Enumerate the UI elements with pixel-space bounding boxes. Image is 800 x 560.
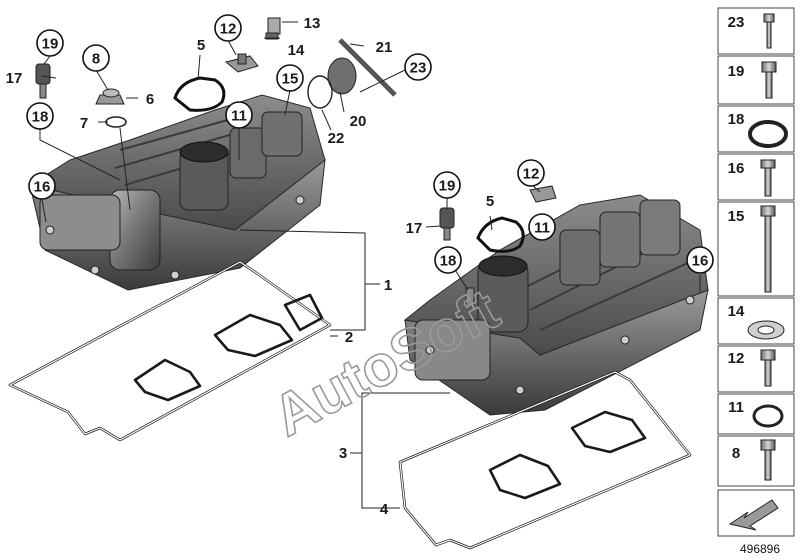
left-small-parts bbox=[35, 17, 397, 128]
diagram-reference-number: 496896 bbox=[740, 542, 780, 556]
sidebar-label-23: 23 bbox=[728, 14, 745, 31]
callout-3: 3 bbox=[339, 445, 347, 462]
callout-18-right: 18 bbox=[440, 253, 457, 270]
callout-19-right: 19 bbox=[439, 178, 456, 195]
callout-17-left: 17 bbox=[6, 70, 23, 87]
rod-21 bbox=[338, 38, 397, 97]
callout-11-right: 11 bbox=[534, 220, 550, 237]
sidebar-parts-list: 23 19 18 16 15 14 12 11 8 bbox=[717, 7, 795, 537]
sidebar-box-19 bbox=[717, 55, 795, 105]
callout-4: 4 bbox=[380, 501, 389, 518]
callout-17-right: 17 bbox=[406, 220, 423, 237]
callout-19-left: 19 bbox=[42, 36, 59, 53]
callout-12-left: 12 bbox=[220, 21, 237, 38]
callout-5-left: 5 bbox=[197, 37, 205, 54]
callout-11-left: 11 bbox=[231, 108, 247, 125]
cap-20 bbox=[327, 57, 357, 95]
callout-15-left: 15 bbox=[282, 71, 299, 88]
direction-arrow-icon bbox=[728, 499, 779, 531]
callout-8-left: 8 bbox=[92, 51, 100, 68]
callout-18-left: 18 bbox=[32, 109, 49, 126]
right-valve-cover bbox=[403, 194, 709, 416]
sidebar-box-23 bbox=[717, 7, 795, 55]
callout-13-left: 13 bbox=[304, 15, 321, 32]
callout-20-left: 20 bbox=[350, 113, 367, 130]
callout-6-left: 6 bbox=[146, 91, 154, 108]
callout-14-left: 14 bbox=[288, 42, 305, 59]
left-valve-cover bbox=[28, 94, 326, 291]
callout-21-left: 21 bbox=[376, 39, 393, 56]
sidebar-label-8: 8 bbox=[732, 445, 740, 462]
sidebar-label-18: 18 bbox=[728, 111, 745, 128]
right-gasket bbox=[398, 370, 692, 550]
sidebar-box-8 bbox=[717, 435, 795, 487]
callout-7-left: 7 bbox=[80, 115, 88, 132]
sidebar-label-19: 19 bbox=[728, 63, 745, 80]
sensor-17-left bbox=[35, 63, 51, 85]
gasket-5-left bbox=[173, 76, 226, 112]
sensor-17-right bbox=[439, 207, 455, 229]
callout-2: 2 bbox=[345, 329, 353, 346]
gasket-5-right bbox=[476, 216, 525, 253]
callouts-left: 19 17 8 6 18 7 5 12 13 14 21 15 23 11 20… bbox=[6, 14, 432, 200]
callouts-right: 19 17 5 12 11 18 16 bbox=[406, 159, 714, 274]
callout-16-right: 16 bbox=[692, 253, 709, 270]
sidebar-box-16 bbox=[717, 153, 795, 201]
o-ring-22 bbox=[307, 75, 333, 109]
bolt-18-right bbox=[465, 287, 475, 307]
bolt-13 bbox=[267, 17, 281, 35]
sidebar-label-15: 15 bbox=[728, 208, 745, 225]
callout-16-left: 16 bbox=[34, 179, 51, 196]
callouts-gasket: 1 2 3 4 bbox=[339, 277, 392, 518]
sidebar-label-11: 11 bbox=[728, 399, 744, 416]
sidebar-label-14: 14 bbox=[728, 303, 745, 320]
callout-23-left: 23 bbox=[410, 60, 427, 77]
callout-12-right: 12 bbox=[523, 166, 540, 183]
sidebar-label-16: 16 bbox=[728, 160, 745, 177]
callout-1: 1 bbox=[384, 277, 392, 294]
leader-lines bbox=[39, 21, 701, 509]
sidebar-box-12 bbox=[717, 345, 795, 393]
callout-22-left: 22 bbox=[328, 130, 345, 147]
o-ring-7 bbox=[105, 116, 127, 128]
sidebar-label-12: 12 bbox=[728, 350, 745, 367]
washer-14 bbox=[265, 32, 279, 40]
sidebar-box-15 bbox=[717, 201, 795, 297]
sensor-12-right bbox=[529, 185, 557, 203]
callout-5-right: 5 bbox=[486, 193, 494, 210]
left-gasket bbox=[8, 260, 332, 442]
